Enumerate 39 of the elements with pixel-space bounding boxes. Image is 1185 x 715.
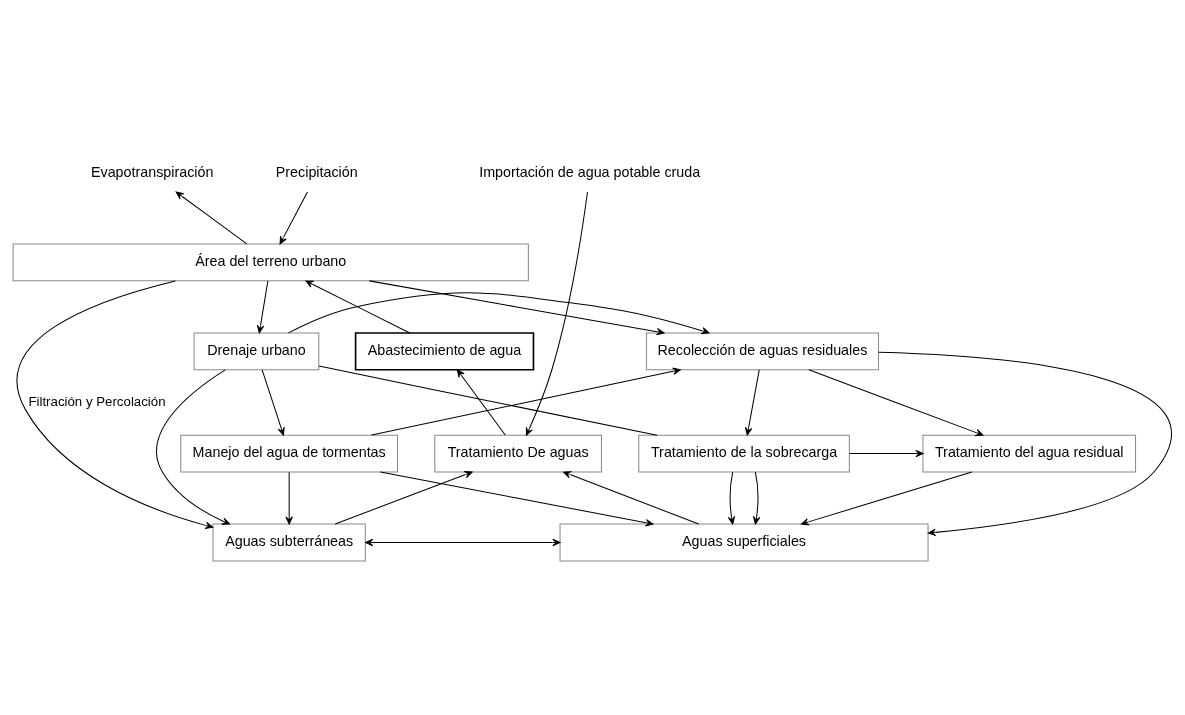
arrow	[808, 368, 984, 436]
arrow	[261, 368, 285, 435]
arrow	[744, 368, 760, 435]
arrow	[16, 279, 214, 529]
arrow	[727, 471, 736, 524]
arrow	[563, 470, 700, 525]
node-box: Tratamiento de la sobrecarga	[638, 434, 850, 472]
arrow	[256, 280, 269, 333]
arrow	[456, 368, 506, 435]
arrow	[305, 280, 411, 333]
node-text: Evapotranspiración	[90, 163, 214, 180]
arrow	[175, 191, 248, 244]
arrow	[285, 471, 293, 524]
node-box: Tratamiento del agua residual	[922, 434, 1137, 472]
node-box: Abastecimiento de agua	[354, 331, 535, 371]
connector	[318, 364, 658, 436]
arrow	[371, 367, 681, 436]
arrow	[525, 191, 588, 436]
node-box: Área del terreno urbano	[12, 243, 529, 281]
edge-label: Filtración y Percolación	[28, 393, 166, 409]
arrow	[365, 538, 561, 546]
arrow	[800, 471, 973, 526]
node-box: Aguas subterráneas	[212, 523, 366, 561]
arrow	[279, 191, 308, 244]
arrow	[379, 471, 654, 526]
node-box: Aguas superficiales	[559, 523, 929, 561]
node-box: Drenaje urbano	[193, 331, 320, 370]
node-text: Precipitación	[275, 163, 358, 180]
node-box: Tratamiento De aguas	[434, 434, 602, 472]
arrow	[849, 449, 924, 457]
node-box: Manejo del agua de tormentas	[180, 434, 398, 472]
arrow	[878, 351, 1172, 536]
node-box: Recolección de aguas residuales	[645, 331, 879, 370]
arrow	[752, 471, 761, 524]
arrow	[368, 279, 665, 335]
arrow	[287, 291, 710, 334]
arrow	[156, 368, 231, 525]
arrow	[334, 470, 473, 525]
node-text: Importación de agua potable cruda	[479, 163, 701, 180]
